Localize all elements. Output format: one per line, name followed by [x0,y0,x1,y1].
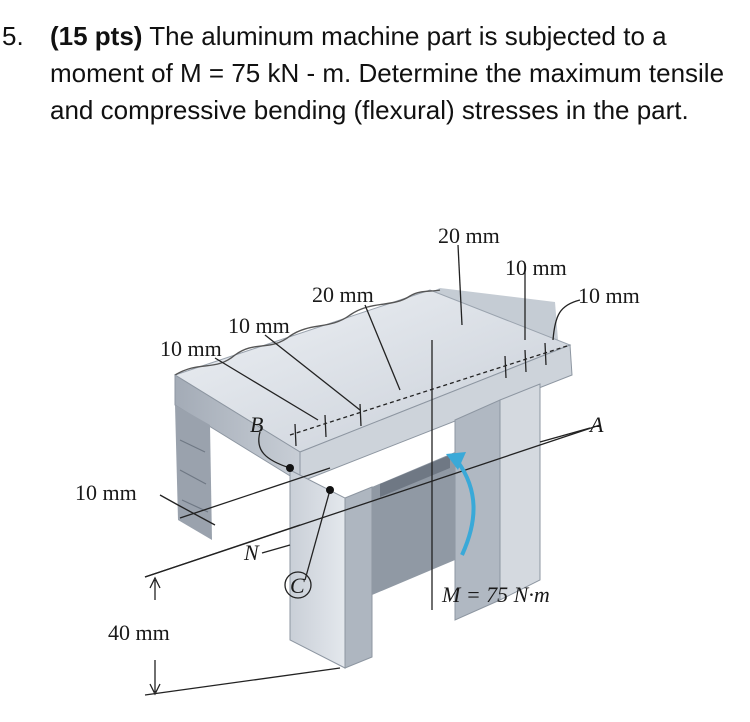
leader-10mm-left-b [214,357,319,421]
right-leg-front [499,383,541,601]
problem-number: 5. [2,21,24,51]
label-20mm-top: 20 mm [438,223,500,248]
label-moment: M = 75 N·m [441,582,550,607]
leader-10mm-side [159,494,216,526]
label-10mm-left-a: 10 mm [228,313,290,338]
label-10mm-left-b: 10 mm [160,336,222,361]
leader-c [304,489,331,581]
axis-line-upper [179,467,331,519]
top-plate-right [299,344,573,483]
dim-40-bottom-ext [144,667,341,696]
leader-n [261,544,291,554]
moment-arrowhead [446,452,466,470]
dim-40-arrow-bottom [149,660,161,696]
label-point-c: C [290,573,305,598]
point-c-circle [284,571,312,599]
point-b-dot [286,464,294,472]
dim-40-top-ext [144,524,301,578]
center-web-side [344,486,373,669]
leader-20mm-top [457,244,463,326]
top-dim-line [289,344,571,436]
label-10mm-side: 10 mm [75,480,137,505]
torn-edge [174,289,441,376]
leader-10mm-left-a [264,334,361,411]
leader-20mm-mid [364,304,401,391]
leader-10mm-top-b [552,299,581,341]
point-c-dot [326,486,334,494]
top-dim-ticks [294,342,547,447]
leader-a [539,427,591,443]
machine-part-figure: 20 mm 10 mm 10 mm 20 mm 10 mm 10 mm 10 m… [75,223,640,696]
center-web-front [289,469,346,669]
label-10mm-top-b: 10 mm [578,283,640,308]
label-10mm-top-a: 10 mm [505,255,567,280]
label-40mm: 40 mm [108,620,170,645]
problem-text: (15 pts) The aluminum machine part is su… [50,18,730,129]
dim-40-arrow-top [149,576,161,600]
leader-b [258,431,291,469]
problem-statement: 5. (15 pts) The aluminum machine part is… [0,18,740,129]
problem-points: (15 pts) [50,21,143,51]
label-point-a: A [588,412,604,437]
label-point-b: B [250,412,263,437]
label-point-n: N [243,540,260,565]
problem-body: The aluminum machine part is subjected t… [50,21,725,125]
left-flange [175,405,212,540]
moment-arrow [456,460,476,556]
label-20mm-mid: 20 mm [312,282,374,307]
